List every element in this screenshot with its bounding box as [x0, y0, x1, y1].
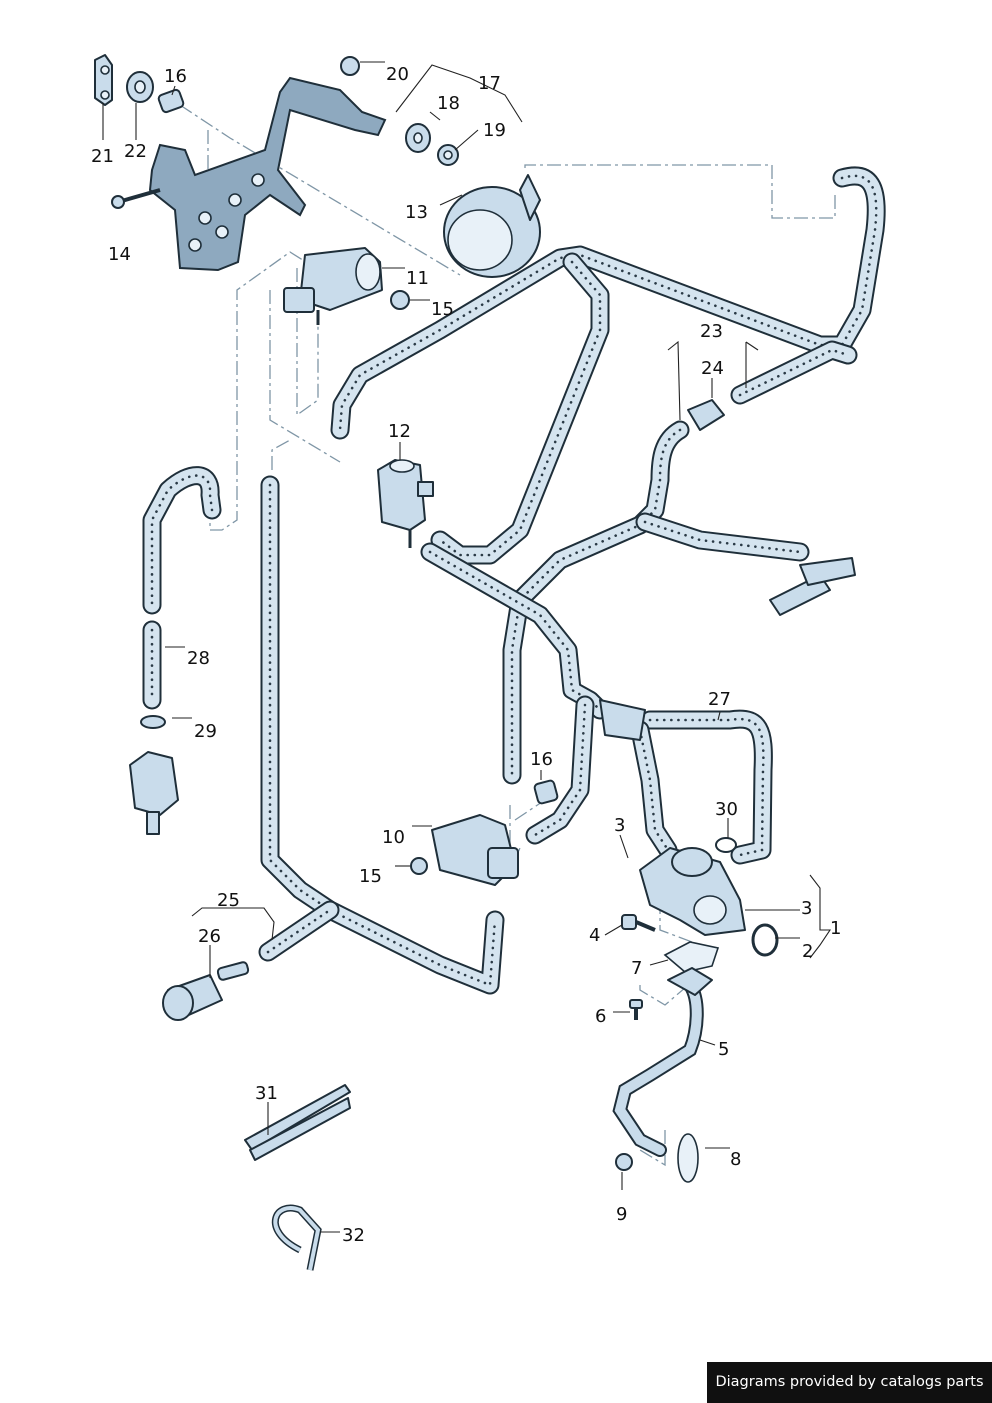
- callout-10: 10: [382, 827, 405, 848]
- pipe-5: [612, 967, 713, 1157]
- callout-3-upper: 3: [614, 815, 625, 836]
- callout-28: 28: [187, 648, 210, 669]
- leader-lines: [102, 61, 832, 1233]
- cable-strap-32: [271, 1204, 322, 1271]
- spacer-16-lower: [533, 779, 559, 805]
- screw-14: [111, 188, 161, 209]
- callout-12: 12: [388, 421, 411, 442]
- callout-24: 24: [701, 358, 724, 379]
- callout-27: 27: [708, 689, 731, 710]
- gasket-7: [663, 941, 720, 973]
- callout-9: 9: [616, 1204, 627, 1225]
- grommet-18: [405, 123, 431, 153]
- connector-right: [769, 557, 856, 616]
- grommet-22: [126, 71, 154, 103]
- callout-4: 4: [589, 925, 600, 946]
- nut-15-lower: [410, 857, 428, 875]
- guide-lines: [179, 104, 836, 1167]
- clamp-30: [715, 837, 737, 853]
- callout-15-top: 15: [431, 299, 454, 320]
- callout-19: 19: [483, 120, 506, 141]
- filter-29: [129, 715, 179, 835]
- hose-network: [142, 166, 886, 995]
- callout-labels: 1 2 3 3 4 5 6 7 8 9 10 11 12 13 14 15 15…: [91, 64, 841, 1246]
- callout-30: 30: [715, 799, 738, 820]
- callout-14: 14: [108, 244, 131, 265]
- callout-15-lower: 15: [359, 866, 382, 887]
- callout-18: 18: [437, 93, 460, 114]
- spacer-16-top: [157, 88, 185, 114]
- valve-12: [377, 459, 434, 548]
- callout-7: 7: [631, 958, 642, 979]
- credit-banner: Diagrams provided by catalogs parts: [707, 1362, 992, 1403]
- callout-31: 31: [255, 1083, 278, 1104]
- callout-13: 13: [405, 202, 428, 223]
- callout-6: 6: [595, 1006, 606, 1027]
- callout-26: 26: [198, 926, 221, 947]
- callout-17: 17: [478, 73, 501, 94]
- callout-22: 22: [124, 141, 147, 162]
- valve-10: [431, 814, 519, 886]
- callout-5: 5: [718, 1039, 729, 1060]
- connector-24: [687, 399, 725, 431]
- callout-3-right: 3: [801, 898, 812, 919]
- callout-29: 29: [194, 721, 217, 742]
- connector-27: [599, 699, 646, 741]
- bolt-21: [94, 54, 113, 106]
- callout-32: 32: [342, 1225, 365, 1246]
- callout-16-lower: 16: [530, 749, 553, 770]
- bolt-4: [621, 914, 656, 932]
- callout-20: 20: [386, 64, 409, 85]
- callout-16-top: 16: [164, 66, 187, 87]
- plug-26: [162, 961, 250, 1021]
- nut-15-top: [390, 290, 410, 310]
- valve-11: [283, 247, 383, 325]
- nut-20: [340, 56, 360, 76]
- callout-8: 8: [730, 1149, 741, 1170]
- callout-1: 1: [830, 918, 841, 939]
- grommet-19: [437, 144, 459, 166]
- gasket-8: [677, 1133, 699, 1183]
- callout-25: 25: [217, 890, 240, 911]
- egr-valve-1: [639, 847, 746, 936]
- callout-11: 11: [406, 268, 429, 289]
- bracket-part: [148, 76, 387, 272]
- bolt-6: [629, 999, 643, 1020]
- nut-9: [615, 1153, 633, 1171]
- cable-tie-31: [244, 1084, 351, 1161]
- o-ring-2: [751, 923, 779, 957]
- vacuum-reservoir-13: [443, 174, 541, 278]
- callout-2: 2: [802, 941, 813, 962]
- callout-23: 23: [700, 321, 723, 342]
- callout-21: 21: [91, 146, 114, 167]
